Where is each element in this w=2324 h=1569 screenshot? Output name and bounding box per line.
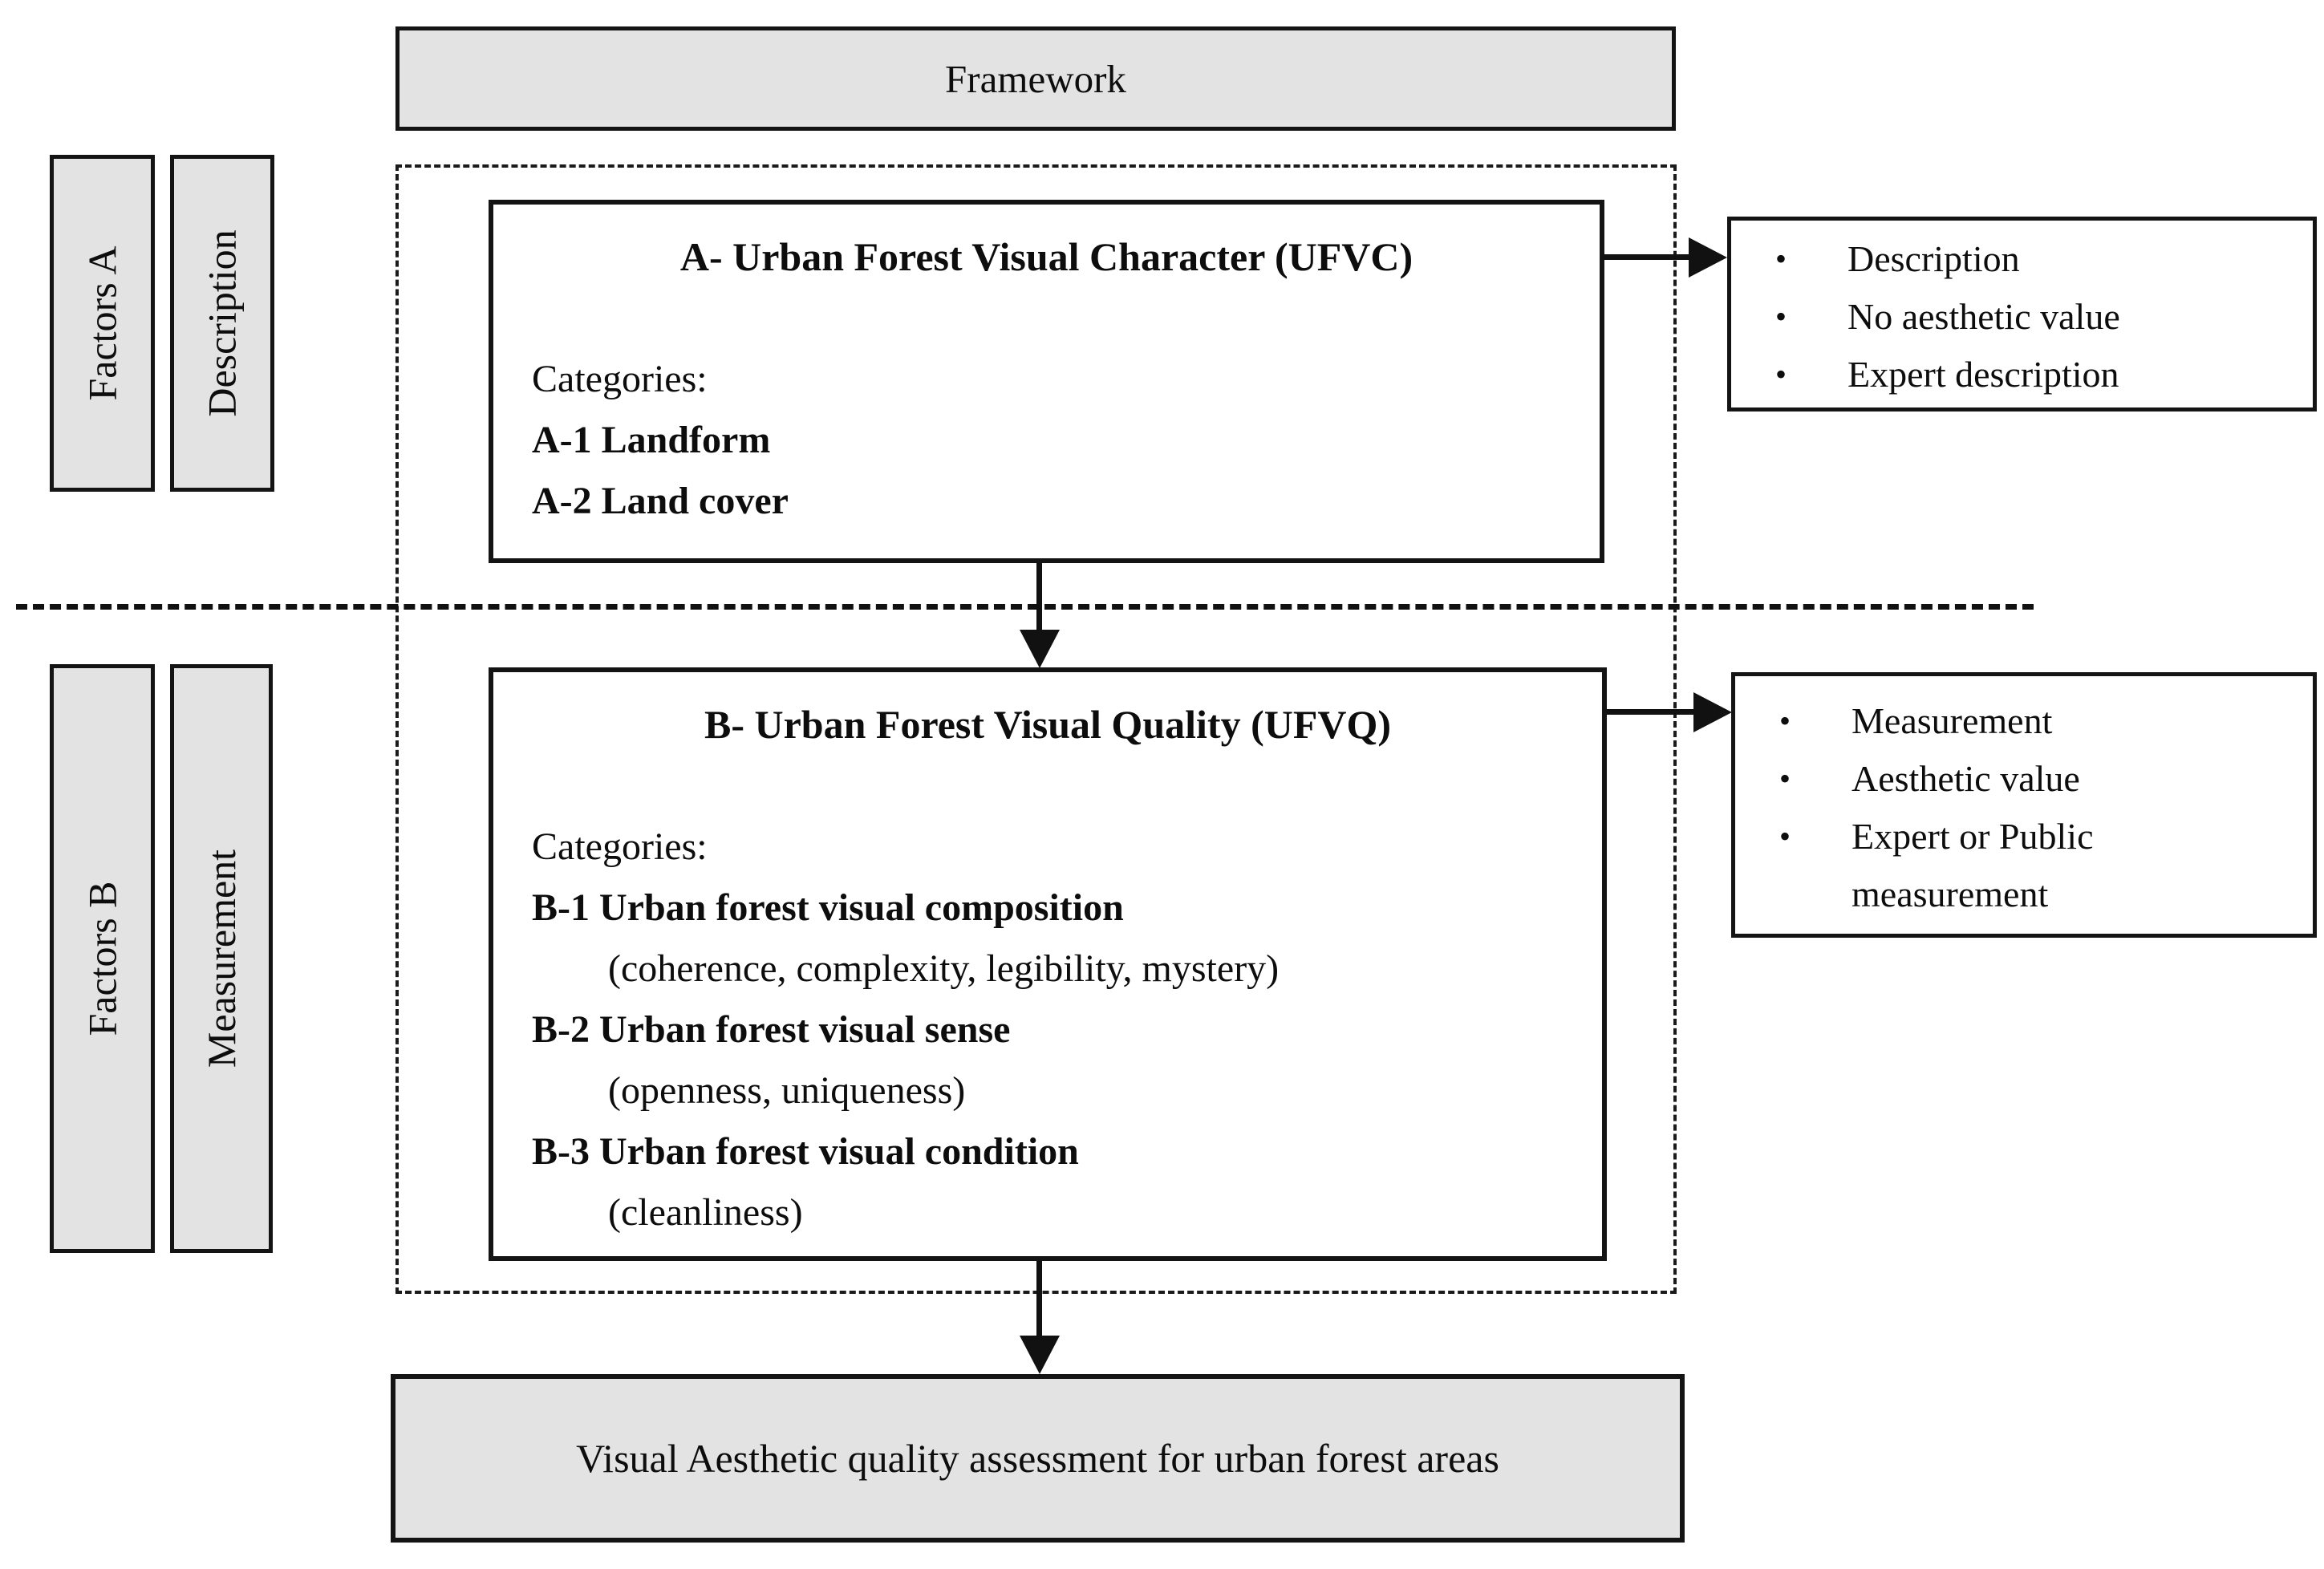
ufvq-item-b1-detail: (coherence, complexity, legibility, myst… [608,947,1280,990]
arrow-a-to-b-head-icon [1020,630,1060,668]
ufvc-item-a1: A-1 Landform [532,419,771,461]
ufvc-title: A- Urban Forest Visual Character (UFVC) [679,234,1413,279]
section-divider-dashed-line [16,604,2034,610]
arrow-a-to-b-line [1036,562,1042,631]
bullet-icon: • [1775,356,1787,392]
ufvq-item-b2-detail: (openness, uniqueness) [608,1069,966,1112]
note-text: No aesthetic value [1847,296,2120,337]
side-label-factors-a-text: Factors A [79,245,125,401]
ufvq-title: B- Urban Forest Visual Quality (UFVQ) [704,702,1392,747]
ufvq-item-b3: B-3 Urban forest visual condition [532,1130,1079,1173]
bullet-icon: • [1775,298,1787,334]
ufvq-categories-label: Categories: [532,825,708,868]
note-item: • Expert description [1775,346,2313,403]
spacer [493,282,1600,349]
ufvq-item-b1: B-1 Urban forest visual composition [532,886,1124,929]
arrow-a-to-notes-head-icon [1689,237,1727,278]
bullet-icon: • [1775,241,1787,277]
ufvc-notes-box: • Description • No aesthetic value • Exp… [1727,217,2317,412]
side-label-description-text: Description [200,229,245,417]
note-item: • No aesthetic value [1775,288,2313,346]
ufvc-categories-label: Categories: [532,358,708,400]
ufvq-notes-box: • Measurement • Aesthetic value • Expert… [1731,672,2317,938]
arrow-b-to-notes-head-icon [1693,692,1732,732]
bullet-icon: • [1779,760,1791,797]
side-label-factors-b: Factors B [50,664,155,1253]
ufvq-box: B- Urban Forest Visual Quality (UFVQ) Ca… [489,667,1607,1261]
bullet-icon: • [1779,703,1791,739]
note-item: • Description [1775,230,2313,288]
spacer [493,749,1602,817]
ufvc-item-a2: A-2 Land cover [532,480,789,522]
ufvc-box: A- Urban Forest Visual Character (UFVC) … [489,200,1604,563]
bullet-icon: • [1779,818,1791,854]
note-text: Description [1847,238,2020,279]
ufvq-item-b3-detail: (cleanliness) [608,1191,803,1234]
side-label-measurement: Measurement [170,664,273,1253]
side-label-factors-b-text: Factors B [79,881,125,1036]
arrow-b-to-outcome-head-icon [1020,1336,1060,1374]
note-text: Expert description [1847,354,2119,395]
side-label-factors-a: Factors A [50,155,155,492]
framework-label: Framework [945,56,1126,101]
note-text: Aesthetic value [1851,758,2080,799]
framework-header-box: Framework [395,26,1676,131]
note-item: • Aesthetic value [1779,750,2313,808]
factors-dashed-container [395,164,1677,1294]
note-item: • Expert or Public measurement [1779,808,2313,923]
outcome-box: Visual Aesthetic quality assessment for … [391,1374,1685,1543]
note-item: • Measurement [1779,692,2313,750]
side-label-measurement-text: Measurement [199,849,244,1068]
note-text: Measurement [1851,700,2053,741]
note-text: Expert or Public measurement [1851,816,2094,914]
outcome-label: Visual Aesthetic quality assessment for … [576,1436,1499,1481]
side-label-description: Description [170,155,274,492]
arrow-b-to-notes-line [1607,709,1697,715]
ufvq-item-b2: B-2 Urban forest visual sense [532,1008,1011,1051]
arrow-b-to-outcome-line [1036,1261,1042,1337]
arrow-a-to-notes-line [1602,254,1692,260]
